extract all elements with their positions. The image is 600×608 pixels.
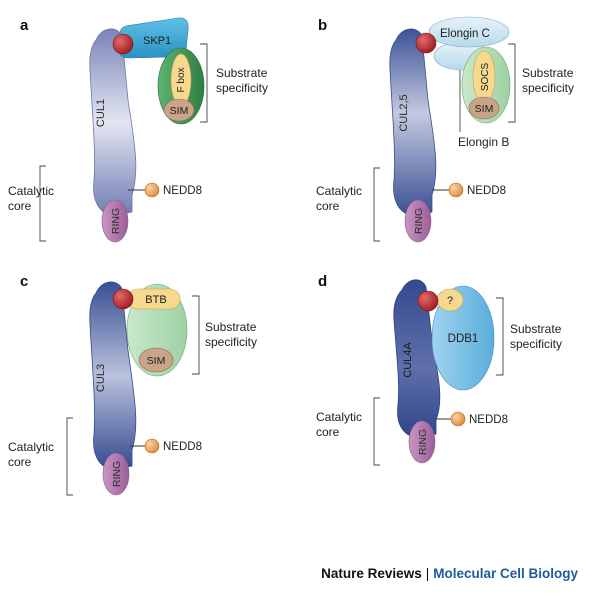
substrate-label-line1: Substrate	[510, 322, 562, 336]
substrate-label-line2: specificity	[510, 337, 562, 351]
substrate-label-line1: Substrate	[205, 320, 257, 334]
substrate-bracket	[508, 43, 516, 123]
skp1-label: SKP1	[143, 35, 171, 47]
ring-domain	[101, 199, 129, 243]
credit-separator: |	[425, 566, 430, 581]
ring-label: RING	[413, 208, 425, 234]
nedd8-ball	[144, 182, 160, 198]
fbox-label: F box	[176, 67, 187, 92]
substrate-label-line2: specificity	[216, 81, 268, 95]
ring-domain	[408, 420, 436, 464]
red-linker-ball	[112, 33, 134, 55]
substrate-bracket	[192, 295, 200, 375]
nedd8-ball	[450, 411, 466, 427]
panel-letter-a: a	[20, 17, 29, 34]
substrate-label-line2: specificity	[522, 81, 574, 95]
elongin-b-label: Elongin B	[458, 135, 509, 149]
catalytic-bracket	[66, 417, 73, 496]
red-linker-ball	[417, 290, 439, 312]
btb-label: BTB	[145, 294, 166, 306]
substrate-bracket	[200, 43, 208, 123]
sim-domain	[163, 98, 195, 122]
substrate-label-line1: Substrate	[216, 66, 268, 80]
sim-label: SIM	[170, 105, 189, 117]
cullin-label: CUL4A	[402, 342, 414, 378]
sim-domain	[138, 347, 174, 373]
catalytic-label-line1: Catalytic	[316, 410, 362, 424]
sim-label: SIM	[147, 355, 166, 367]
panel-letter-c: c	[20, 273, 28, 290]
ddb1-domain	[431, 285, 495, 391]
red-linker-ball	[415, 32, 437, 54]
socs-label: SOCS	[480, 63, 491, 92]
ring-label: RING	[417, 429, 429, 455]
substrate-label-line1: Substrate	[522, 66, 574, 80]
panel-letter-d: d	[318, 273, 327, 290]
catalytic-label-line1: Catalytic	[8, 440, 54, 454]
journal-name: Molecular Cell Biology	[433, 566, 578, 581]
catalytic-bracket	[39, 165, 46, 242]
ring-label: RING	[111, 461, 123, 487]
cul4a-body	[393, 279, 441, 439]
nedd8-label: NEDD8	[467, 185, 506, 197]
ring-domain	[404, 199, 432, 243]
nedd8-label: NEDD8	[163, 441, 202, 453]
panel-b: b RING CUL2,5 NEDD8 Elongin C SOCS SIM E…	[316, 16, 574, 243]
catalytic-label-line2: core	[8, 199, 32, 213]
catalytic-label-line2: core	[316, 199, 340, 213]
cullin-label: CUL2,5	[398, 94, 410, 131]
catalytic-bracket	[373, 397, 380, 466]
journal-credit: Nature Reviews|Molecular Cell Biology	[321, 566, 578, 581]
sim-domain	[468, 96, 500, 120]
catalytic-label-line2: core	[8, 455, 32, 469]
elongin-c-label: Elongin C	[440, 28, 490, 40]
panel-d: d RING CUL4A NEDD8 DDB1 ? Substrate spec…	[316, 273, 562, 466]
nedd8-ball	[144, 438, 160, 454]
ring-domain	[102, 452, 130, 496]
ring-label: RING	[110, 208, 122, 234]
cullin-label: CUL1	[95, 99, 107, 127]
substrate-bracket	[496, 297, 504, 376]
panel-letter-b: b	[318, 17, 327, 34]
ddb1-label: DDB1	[448, 333, 479, 345]
red-linker-ball	[112, 288, 134, 310]
publisher-name: Nature Reviews	[321, 566, 422, 581]
substrate-label-line2: specificity	[205, 335, 257, 349]
panel-c: c RING CUL3 NEDD8 BTB SIM Substrate spec…	[8, 273, 257, 496]
catalytic-label-line1: Catalytic	[316, 184, 362, 198]
sim-label: SIM	[475, 103, 494, 115]
unknown-adaptor-label: ?	[447, 295, 453, 307]
elongin-c-domain	[428, 16, 510, 48]
cul25-body	[389, 28, 437, 217]
nedd8-label: NEDD8	[469, 414, 508, 426]
panel-a: a RING CUL1 NEDD8 SKP1 F box SIM Substra…	[8, 17, 268, 243]
nedd8-label: NEDD8	[163, 185, 202, 197]
catalytic-label-line1: Catalytic	[8, 184, 54, 198]
nedd8-ball	[448, 182, 464, 198]
catalytic-label-line2: core	[316, 425, 340, 439]
cullin-label: CUL3	[95, 364, 107, 392]
catalytic-bracket	[373, 167, 380, 242]
